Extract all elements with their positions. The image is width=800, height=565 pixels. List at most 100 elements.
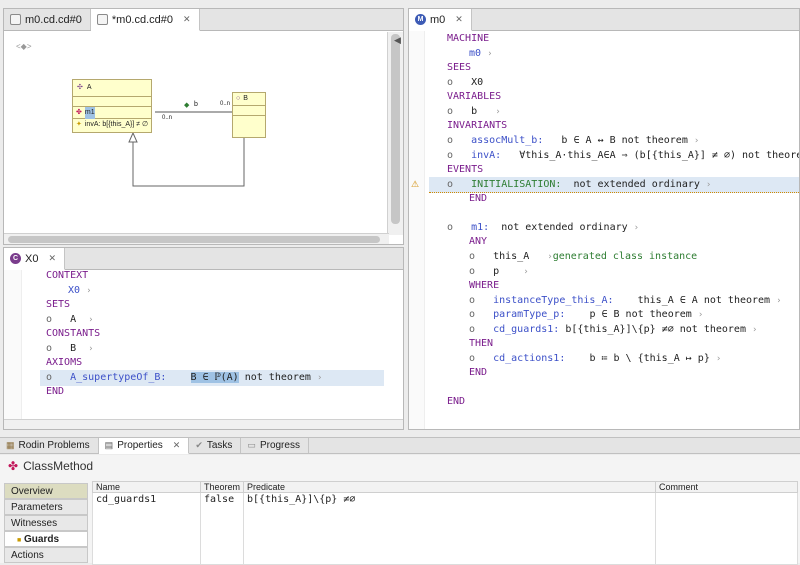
init-event-label[interactable]: INITIALISATION: xyxy=(471,179,562,190)
event-label[interactable]: m1: xyxy=(471,222,490,233)
class-a-box[interactable]: ✣ A ✤ m1 ✦ invA: b[{this_A}] ≠ ∅ xyxy=(72,79,152,133)
class-b-header: ○ B xyxy=(233,93,265,105)
bullet-icon: o xyxy=(469,295,476,306)
tab-properties[interactable]: ▤ Properties ✕ xyxy=(98,438,190,454)
scroll-thumb[interactable] xyxy=(391,34,400,224)
guard-label[interactable]: cd_guards1: xyxy=(493,324,560,335)
column-header-predicate[interactable]: Predicate xyxy=(243,481,657,493)
chevron-right-icon: › xyxy=(88,344,94,354)
action-label[interactable]: cd_actions1: xyxy=(493,353,566,364)
tab-progress[interactable]: ▭ Progress xyxy=(241,438,309,453)
problems-icon: ▦ xyxy=(6,440,15,450)
guard-label[interactable]: paramType_p: xyxy=(493,309,566,320)
axiom-theorem-flag[interactable]: not theorem xyxy=(244,372,311,383)
close-icon[interactable]: ✕ xyxy=(455,14,463,24)
class-a-invariant[interactable]: ✦ invA: b[{this_A}] ≠ ∅ xyxy=(73,118,151,130)
cell-name[interactable]: cd_guards1 xyxy=(92,492,201,565)
column-header-theorem[interactable]: Theorem xyxy=(199,481,245,493)
guard-predicate[interactable]: this_A ∈ A not theorem xyxy=(637,295,771,306)
guard-line-1: o instanceType_this_A: this_A ∈ A not th… xyxy=(469,293,782,309)
machine-editor-pane: M m0 ✕ ⚠ MACHINE m0 › SEES o X0 VARIABLE… xyxy=(408,8,800,430)
invariant-label[interactable]: assocMult_b: xyxy=(471,135,544,146)
param-line-1: o this_A ›generated class instance xyxy=(469,249,697,265)
close-icon[interactable]: ✕ xyxy=(48,253,57,263)
variable-name[interactable]: b xyxy=(471,106,478,117)
side-tab-witnesses[interactable]: Witnesses xyxy=(4,515,88,531)
tab-tasks[interactable]: ✔ Tasks xyxy=(189,438,242,453)
tab-diagram-1[interactable]: m0.cd.cd#0 xyxy=(4,9,91,30)
diagram-editor-pane: m0.cd.cd#0 *m0.cd.cd#0 ✕ <◆> ✣ A ✤ m1 xyxy=(3,8,404,245)
invariant-predicate[interactable]: ∀this_A·this_A∈A ⇒ (b[{this_A}] ≠ ∅) not… xyxy=(519,150,800,161)
side-tab-guards[interactable]: ■ Guards xyxy=(4,531,88,547)
context-name[interactable]: X0 xyxy=(68,285,81,296)
param-name[interactable]: p xyxy=(493,266,500,277)
machine-name[interactable]: m0 xyxy=(469,48,482,59)
progress-icon: ▭ xyxy=(247,440,256,450)
bullet-icon: o xyxy=(469,353,476,364)
close-icon[interactable]: ✕ xyxy=(183,14,191,24)
machine-name-line: m0 › xyxy=(469,46,493,62)
assoc-mult-left: 0..n xyxy=(162,115,173,121)
chevron-left-icon[interactable]: ◀ xyxy=(394,35,401,45)
tab-diagram-2[interactable]: *m0.cd.cd#0 ✕ xyxy=(90,9,200,31)
context-icon: C xyxy=(10,253,21,264)
guard-label[interactable]: instanceType_this_A: xyxy=(493,295,614,306)
assoc-name[interactable]: b xyxy=(194,101,198,108)
axiom-predicate[interactable]: B ∈ ℙ(A) xyxy=(190,372,239,383)
guard-line-2: o paramType_p: p ∈ B not theorem › xyxy=(469,307,703,323)
bullet-icon: o xyxy=(469,251,476,262)
diagram-hscroll[interactable] xyxy=(4,233,389,244)
close-icon[interactable]: ✕ xyxy=(172,440,181,450)
param-name[interactable]: this_A xyxy=(493,251,530,262)
side-tab-overview[interactable]: Overview xyxy=(4,483,88,499)
tab-context-x0[interactable]: C X0 ✕ xyxy=(4,248,66,270)
class-icon: ○ xyxy=(236,95,241,102)
diagram-canvas[interactable]: <◆> ✣ A ✤ m1 ✦ invA: b[{this_A}] ≠ ∅ ○ xyxy=(4,32,387,235)
param-line-2: o p › xyxy=(469,264,529,280)
table-row[interactable]: cd_guards1 false b[{this_A}]\{p} ≠∅ xyxy=(92,492,798,565)
bullet-icon: o xyxy=(447,222,454,233)
invariant-predicate[interactable]: b ∈ A ↔ B not theorem xyxy=(561,135,688,146)
set-name[interactable]: A xyxy=(70,314,77,325)
bullet-icon: o xyxy=(46,314,53,325)
sees-context[interactable]: X0 xyxy=(471,77,484,88)
invariant-line-1: o assocMult_b: b ∈ A ↔ B not theorem › xyxy=(447,133,699,149)
chevron-right-icon: › xyxy=(715,354,722,364)
init-event-modifiers[interactable]: not extended ordinary xyxy=(573,179,700,190)
tab-label: *m0.cd.cd#0 xyxy=(111,13,174,26)
side-tab-parameters[interactable]: Parameters xyxy=(4,499,88,515)
properties-title: ✤ ClassMethod xyxy=(8,459,94,473)
event-modifiers[interactable]: not extended ordinary xyxy=(501,222,628,233)
bullet-icon: o xyxy=(46,343,53,354)
kw-machine: MACHINE xyxy=(447,33,490,44)
invariant-line-2: o invA: ∀this_A·this_A∈A ⇒ (b[{this_A}] … xyxy=(447,148,800,164)
guard-predicate[interactable]: p ∈ B not theorem xyxy=(589,309,692,320)
chevron-right-icon: › xyxy=(316,373,323,383)
bottom-view-tab-bar: ▦ Rodin Problems ▤ Properties ✕ ✔ Tasks … xyxy=(0,437,800,454)
class-b-box[interactable]: ○ B xyxy=(232,92,266,138)
cell-predicate[interactable]: b[{this_A}]\{p} ≠∅ xyxy=(243,492,657,565)
tab-machine-m0[interactable]: M m0 ✕ xyxy=(409,9,472,31)
kw-sets: SETS xyxy=(46,299,71,310)
tab-rodin-problems[interactable]: ▦ Rodin Problems xyxy=(0,438,99,453)
chevron-right-icon: › xyxy=(86,286,92,296)
cell-comment[interactable] xyxy=(655,492,798,565)
cell-theorem[interactable]: false xyxy=(199,492,245,565)
guard-predicate[interactable]: b[{this_A}]\{p} ≠∅ not theorem xyxy=(565,324,746,335)
side-tab-actions[interactable]: Actions xyxy=(4,547,88,563)
chevron-right-icon: › xyxy=(776,296,782,306)
param-comment[interactable]: generated class instance xyxy=(552,251,698,262)
diagram-vscroll[interactable] xyxy=(387,32,403,235)
column-header-name[interactable]: Name xyxy=(92,481,201,493)
tasks-icon: ✔ xyxy=(195,440,203,450)
editor-gutter xyxy=(4,270,22,429)
column-header-comment[interactable]: Comment xyxy=(655,481,798,493)
context-hscroll[interactable] xyxy=(4,419,403,429)
action-assignment[interactable]: b ≔ b \ {this_A ↦ p} xyxy=(589,353,710,364)
constant-name[interactable]: B xyxy=(70,343,77,354)
class-a-method[interactable]: ✤ m1 xyxy=(73,106,151,119)
scroll-thumb[interactable] xyxy=(8,236,380,243)
invariant-label[interactable]: invA: xyxy=(471,150,502,161)
warning-icon[interactable]: ⚠ xyxy=(411,179,420,189)
axiom-label[interactable]: A_supertypeOf_B: xyxy=(70,372,167,383)
